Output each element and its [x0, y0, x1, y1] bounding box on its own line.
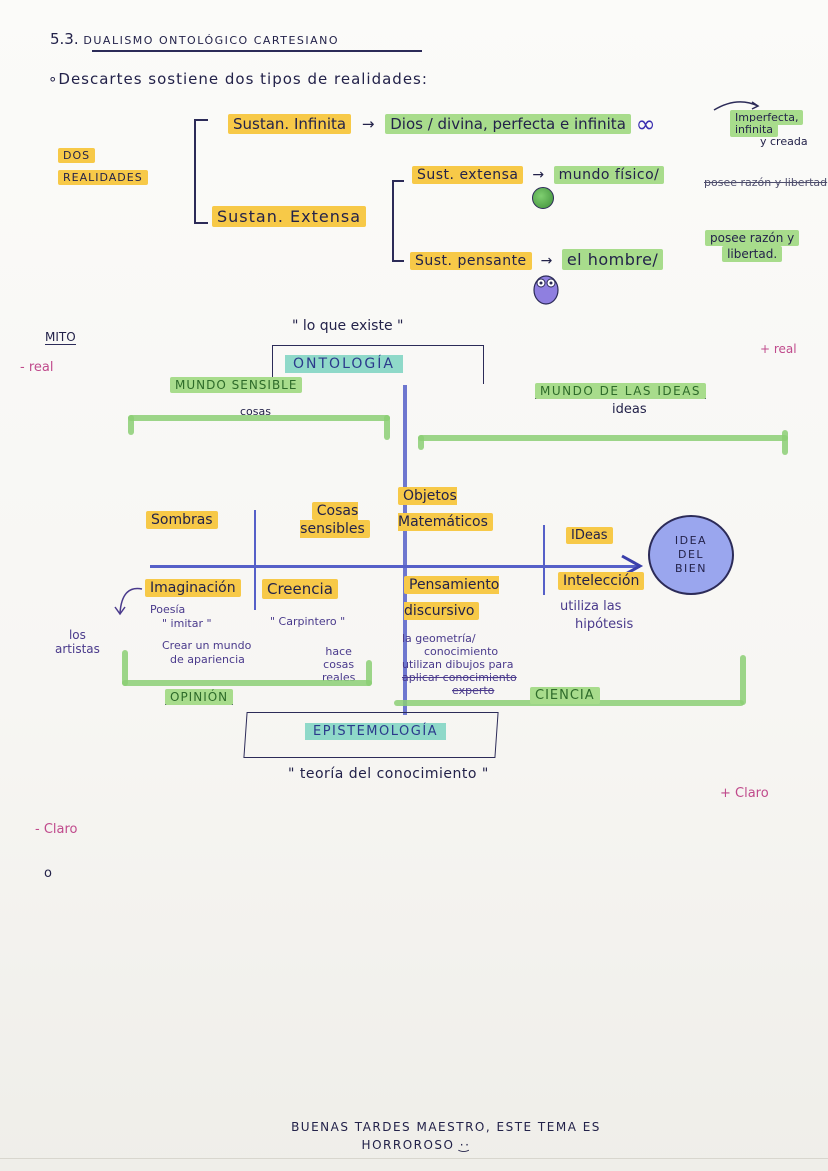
crossed-out-note: posee razón y libertad: [704, 176, 828, 189]
ontologia-label: ONTOLOGÍA: [285, 355, 403, 373]
sustancia-infinita: Sustan. Infinita → Dios / divina, perfec…: [228, 110, 656, 138]
page-edge: [0, 1158, 828, 1159]
bracket-tick: [392, 260, 404, 262]
curved-arrow-icon: [713, 101, 760, 111]
level-objetos-matematicos: Objetos Matemáticos: [398, 483, 528, 535]
bracket-tick: [418, 435, 424, 450]
creencia-note-carpintero: " Carpintero ": [270, 615, 346, 628]
bracket-tick: [194, 222, 208, 224]
bracket-tick: [194, 119, 208, 121]
ontologia-box: [272, 345, 484, 384]
sub-bracket: [392, 180, 394, 262]
divider-1: [254, 510, 256, 610]
level-ideas: IDeas: [566, 527, 613, 544]
mundo-ideas-sub: ideas: [612, 402, 647, 417]
inteleccion-notes: utiliza las hipótesis: [560, 599, 634, 632]
imaginacion-notes: Poesía " imitar " Crear un mundo de apar…: [150, 603, 252, 666]
divider-3: [543, 525, 545, 595]
knowledge-pensamiento-discursivo: Pensamiento discursivo: [404, 576, 500, 620]
root-label: DOS REALIDADES: [58, 145, 148, 189]
sust-extensa: Sust. extensa → mundo físico/: [412, 166, 665, 184]
intro-text: ∘Descartes sostiene dos tipos de realida…: [48, 70, 428, 88]
idea-del-bien-circle: IDEA DEL BIEN: [648, 515, 734, 595]
sust-pensante: Sust. pensante → el hombre/: [410, 249, 664, 270]
main-horizontal-axis: [150, 565, 640, 568]
minus-claro-note: - Claro: [35, 822, 78, 837]
knowledge-creencia: Creencia: [262, 579, 338, 599]
bracket-tick: [392, 180, 404, 182]
bracket-tick: [384, 415, 390, 440]
bracket-tick: [366, 660, 372, 686]
bullet-point: o: [44, 866, 52, 881]
ciencia-label: CIENCIA: [530, 687, 600, 704]
level-cosas-sensibles: Cosas sensibles: [290, 502, 380, 538]
plus-real-note: + real: [760, 342, 797, 356]
mundo-ideas: MUNDO DE LAS IDEAS: [535, 383, 707, 399]
mundo-sensible: MUNDO SENSIBLE: [170, 377, 303, 393]
main-bracket: [194, 119, 196, 224]
mito-label: MITO: [45, 330, 76, 345]
infinity-icon: ∞: [635, 110, 656, 138]
globe-icon: [532, 187, 554, 209]
knowledge-imaginacion: Imaginación: [145, 579, 241, 597]
plus-claro-note: + Claro: [720, 786, 769, 801]
curved-arrow-icon: [114, 587, 143, 616]
ideas-bracket: [418, 435, 788, 441]
pensamiento-notes: la geometría/ conocimiento utilizan dibu…: [402, 632, 517, 697]
knowledge-inteleccion: Intelección: [558, 572, 645, 590]
mundo-sensible-sub: cosas: [240, 405, 271, 418]
section-title: 5.3. DUALISMO ONTOLÓGICO CARTESIANO: [50, 30, 339, 48]
smiley-icon: ·͜·: [454, 1138, 471, 1152]
bracket-tick: [740, 655, 746, 705]
pensante-note: posee razón y libertad.: [705, 230, 800, 262]
footer-message: BUENAS TARDES MAESTRO, ESTE TEMA ES HORR…: [291, 1120, 601, 1152]
opinion-bracket: [122, 680, 372, 686]
artistas-note: los artistas: [55, 628, 100, 656]
section-number: 5.3.: [50, 30, 79, 48]
ontologia-quote: " lo que existe ": [292, 318, 404, 334]
extensa-note: Imperfecta, infinita y creada: [730, 110, 808, 148]
bracket-tick: [122, 650, 128, 686]
bracket-tick: [128, 415, 134, 435]
creencia-notes: hace cosas reales: [322, 645, 356, 684]
section-title-text: DUALISMO ONTOLÓGICO CARTESIANO: [83, 34, 340, 47]
sustancia-extensa: Sustan. Extensa: [212, 206, 366, 227]
bullet-icon: ∘: [48, 70, 59, 88]
epistemologia-label: EPISTEMOLOGÍA: [305, 723, 447, 740]
face-icon: [533, 275, 559, 305]
epistemologia-quote: " teoría del conocimiento ": [288, 766, 489, 782]
bracket-tick: [782, 430, 788, 455]
opinion-label: OPINIÓN: [165, 689, 234, 705]
minus-real-note: - real: [20, 360, 54, 375]
level-sombras: Sombras: [146, 511, 218, 529]
title-underline: [92, 50, 422, 52]
sensible-bracket: [128, 415, 390, 421]
main-vertical-divider: [403, 385, 407, 715]
